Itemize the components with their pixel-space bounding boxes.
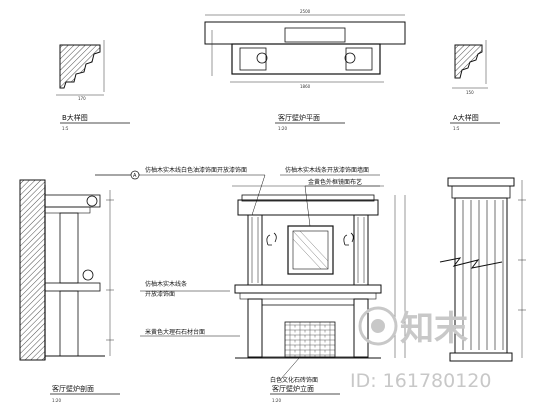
detail-a-drawing: 150 [452, 40, 488, 95]
watermark: 知末 ID: 161780120 [350, 306, 491, 392]
section-scale: 1:20 [52, 398, 61, 403]
annotation-3: 金黄色外框镜面布艺 [308, 178, 362, 186]
detail-b-title: B大样图 [62, 113, 88, 122]
plan-title: 客厅壁炉平面 [278, 113, 320, 122]
svg-text:1860: 1860 [300, 84, 311, 89]
column-detail-drawing [439, 177, 526, 362]
annotation-2: 仿柚木实木线条开放漆饰面墙面 [285, 166, 369, 174]
annotation-4: 仿柚木实木线条 [145, 280, 187, 288]
svg-text:170: 170 [78, 96, 86, 101]
watermark-id: ID: 161780120 [350, 370, 491, 392]
side-elevation-drawing [19, 179, 114, 361]
annotation-bottom: 白色文化石砖饰面 [270, 376, 318, 384]
section-marker-letter: A [133, 173, 137, 179]
svg-text:150: 150 [466, 90, 474, 95]
section-marker-circle [130, 170, 140, 180]
elevation-scale: 1:20 [272, 398, 281, 403]
plan-drawing: 2500 1860 [204, 9, 406, 89]
watermark-logo-icon [358, 306, 398, 346]
annotation-1: 仿柚木实木线白色油漆饰面开放漆饰面 [145, 166, 247, 174]
section-title: 客厅壁炉剖面 [52, 384, 94, 393]
svg-text:2500: 2500 [300, 9, 311, 14]
detail-b-drawing: 170 [56, 40, 105, 101]
annotation-6: 米黄色大理石石材台面 [145, 328, 205, 336]
detail-a-scale: 1:5 [453, 126, 460, 131]
plan-scale: 1:20 [278, 126, 287, 131]
detail-b-scale: 1:5 [62, 126, 69, 131]
annotation-5: 开放漆饰面 [145, 290, 175, 298]
front-elevation-drawing [232, 185, 406, 359]
detail-a-title: A大样图 [453, 113, 479, 122]
elevation-title: 客厅壁炉立面 [272, 384, 314, 393]
annotation-leaders [140, 174, 380, 381]
watermark-brand: 知末 [400, 309, 468, 349]
